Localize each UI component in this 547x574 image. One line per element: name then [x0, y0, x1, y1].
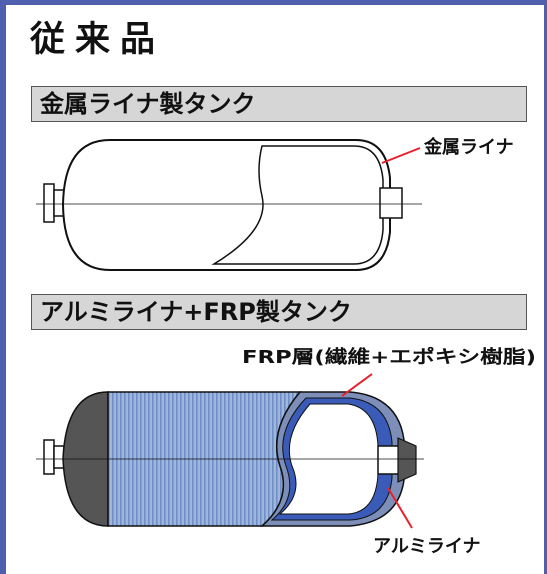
section-header-metal-liner-tank: 金属ライナ製タンク [31, 86, 527, 122]
callout-aluminum-liner: アルミライナ [373, 536, 480, 557]
tank1-right-neck [379, 187, 403, 219]
tank2-left-valve [43, 439, 55, 475]
tank1-left-valve [43, 183, 55, 223]
metal-liner-tank: 金属ライナ [36, 136, 514, 271]
tank1-liner-cutaway [211, 145, 384, 265]
section-header-frp-tank: アルミライナ+FRP製タンク [31, 294, 527, 330]
frp-tank: FRP層(繊維+エポキシ樹脂) アルミライナ [36, 346, 536, 557]
page-title: 従来品 [30, 20, 166, 60]
tank2-liner-callout-line [387, 487, 413, 529]
tank1-callout-line [381, 147, 421, 164]
callout-metal-liner: 金属ライナ [423, 136, 514, 158]
tank2-right-nozzle [397, 437, 417, 483]
tank1-body [61, 139, 391, 271]
callout-frp-layer: FRP層(繊維+エポキシ樹脂) [242, 346, 536, 368]
tank2-frp-callout-line [341, 373, 373, 397]
